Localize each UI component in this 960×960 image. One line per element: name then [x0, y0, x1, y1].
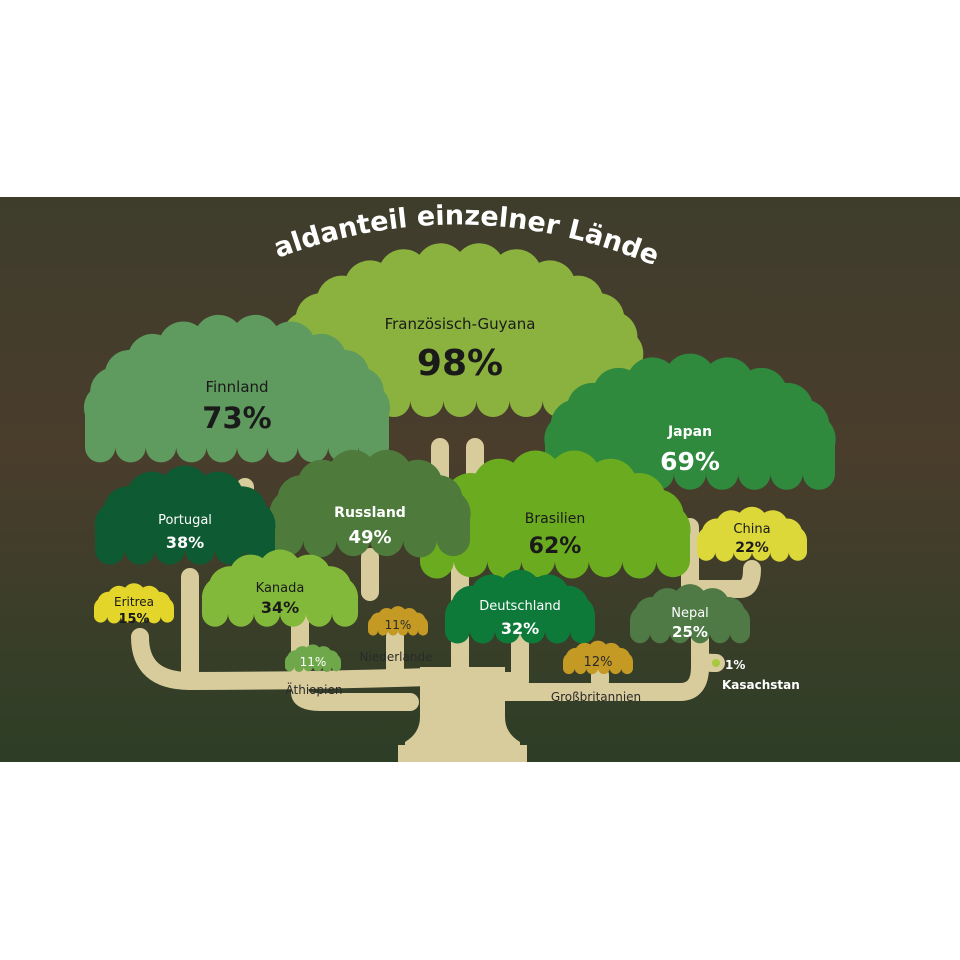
value-label-franzoesisch-guyana: 98% [417, 343, 503, 384]
value-label-grossbritannien: 12% [584, 655, 613, 670]
value-label-kasachstan: 1% [725, 658, 745, 672]
infographic-canvas: Französisch-Guyana 98% Finnland 73% Japan 69%… [0, 197, 960, 762]
crown-china [696, 506, 808, 562]
value-label-portugal: 38% [166, 533, 204, 552]
crown-kanada [201, 549, 359, 627]
crown-grossbritannien [562, 640, 634, 675]
value-label-china: 22% [735, 540, 769, 556]
value-label-aethiopien: 11% [300, 655, 327, 669]
value-label-finnland: 73% [202, 401, 271, 435]
country-label-portugal: Portugal [158, 513, 212, 528]
country-label-nepal: Nepal [671, 606, 709, 621]
value-label-niederlande: 11% [385, 618, 412, 632]
crown-kasachstan [712, 659, 720, 667]
tree-crowns [83, 243, 836, 675]
tree-branch [491, 628, 709, 702]
crown-finnland [83, 314, 391, 463]
trunk-part [398, 745, 527, 762]
tree-branch [491, 633, 529, 690]
country-label-brasilien: Brasilien [525, 511, 585, 527]
crown-japan [544, 353, 836, 490]
crown-brasilien [419, 450, 691, 579]
crown-russland [269, 449, 471, 558]
value-label-russland: 49% [348, 527, 391, 548]
forest-share-infographic: Französisch-Guyana 98% Finnland 73% Japan 69%… [0, 197, 960, 762]
crown-eritrea [93, 583, 175, 624]
crown-niederlande [367, 606, 429, 636]
value-label-eritrea: 15% [118, 612, 149, 627]
country-label-deutschland: Deutschland [479, 599, 561, 614]
tree-branch [681, 518, 761, 598]
value-label-deutschland: 32% [501, 619, 539, 638]
country-label-aethiopien: Äthiopien [286, 682, 343, 697]
country-label-china: China [733, 522, 770, 537]
value-label-kanada: 34% [261, 598, 299, 617]
value-label-brasilien: 62% [529, 534, 582, 559]
value-label-japan: 69% [660, 447, 720, 476]
country-label-russland: Russland [334, 505, 406, 521]
country-label-kanada: Kanada [256, 581, 305, 596]
country-label-eritrea: Eritrea [114, 595, 154, 609]
country-label-franzoesisch-guyana: Französisch-Guyana [385, 315, 536, 333]
country-label-finnland: Finnland [205, 378, 268, 396]
value-label-nepal: 25% [672, 623, 708, 641]
country-label-japan: Japan [667, 424, 712, 440]
tree-branch [291, 683, 419, 711]
country-label-kasachstan: Kasachstan [722, 678, 800, 692]
crown-nepal [629, 584, 751, 644]
crown-deutschland [444, 569, 596, 644]
country-label-grossbritannien: Großbritannien [551, 690, 641, 704]
crown-portugal [94, 465, 276, 565]
tree-branch [131, 628, 439, 690]
crown-aethiopien [284, 644, 342, 672]
country-labels: Französisch-Guyana 98% Finnland 73% Japan 69%… [114, 315, 800, 704]
country-label-niederlande: Niederlande [360, 650, 433, 664]
